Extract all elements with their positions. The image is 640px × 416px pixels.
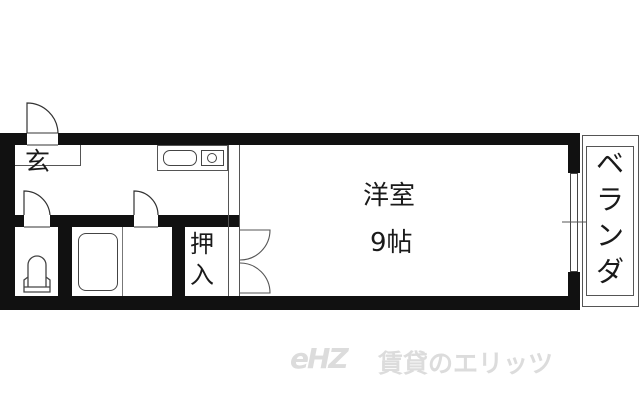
genkan-step-line xyxy=(15,145,81,166)
veranda-char: ベ xyxy=(595,147,624,180)
toilet-icon xyxy=(23,255,51,293)
veranda-label: ベ ラ ン ダ xyxy=(590,150,630,294)
kitchen-counter xyxy=(157,145,228,171)
veranda-outline xyxy=(582,135,639,307)
wall-middle-left xyxy=(0,215,24,227)
veranda-char: ダ xyxy=(595,255,624,288)
bath-divider xyxy=(122,227,123,296)
closet-label-top: 押 xyxy=(190,230,214,258)
veranda-char: ラ xyxy=(595,183,624,216)
wall-bath-closet xyxy=(172,215,185,310)
kitchen-sink-icon xyxy=(163,150,197,166)
veranda-inner xyxy=(586,146,634,296)
western-room-size: 9帖 xyxy=(370,228,413,258)
closet-label-bottom: 入 xyxy=(190,261,214,289)
stove-burner-icon xyxy=(207,153,217,163)
wall-right-lower xyxy=(568,272,580,310)
watermark-logo: eHZ xyxy=(290,342,349,375)
wall-closet-room-stub xyxy=(228,215,240,227)
veranda-char: ン xyxy=(595,219,624,252)
wall-bottom xyxy=(0,296,580,310)
wall-right-upper xyxy=(568,133,580,173)
wall-top-right xyxy=(58,133,580,145)
watermark-text: 賃貸のエリッツ xyxy=(378,349,554,378)
bathtub-icon xyxy=(78,233,118,291)
watermark: eHZ 賃貸のエリッツ xyxy=(290,340,580,380)
wall-toilet-bath xyxy=(58,215,72,310)
gas-stove-icon xyxy=(201,150,224,166)
room-partition-left xyxy=(228,145,240,296)
entrance-label: 玄 xyxy=(25,147,51,176)
western-room-label: 洋室 xyxy=(363,181,416,211)
